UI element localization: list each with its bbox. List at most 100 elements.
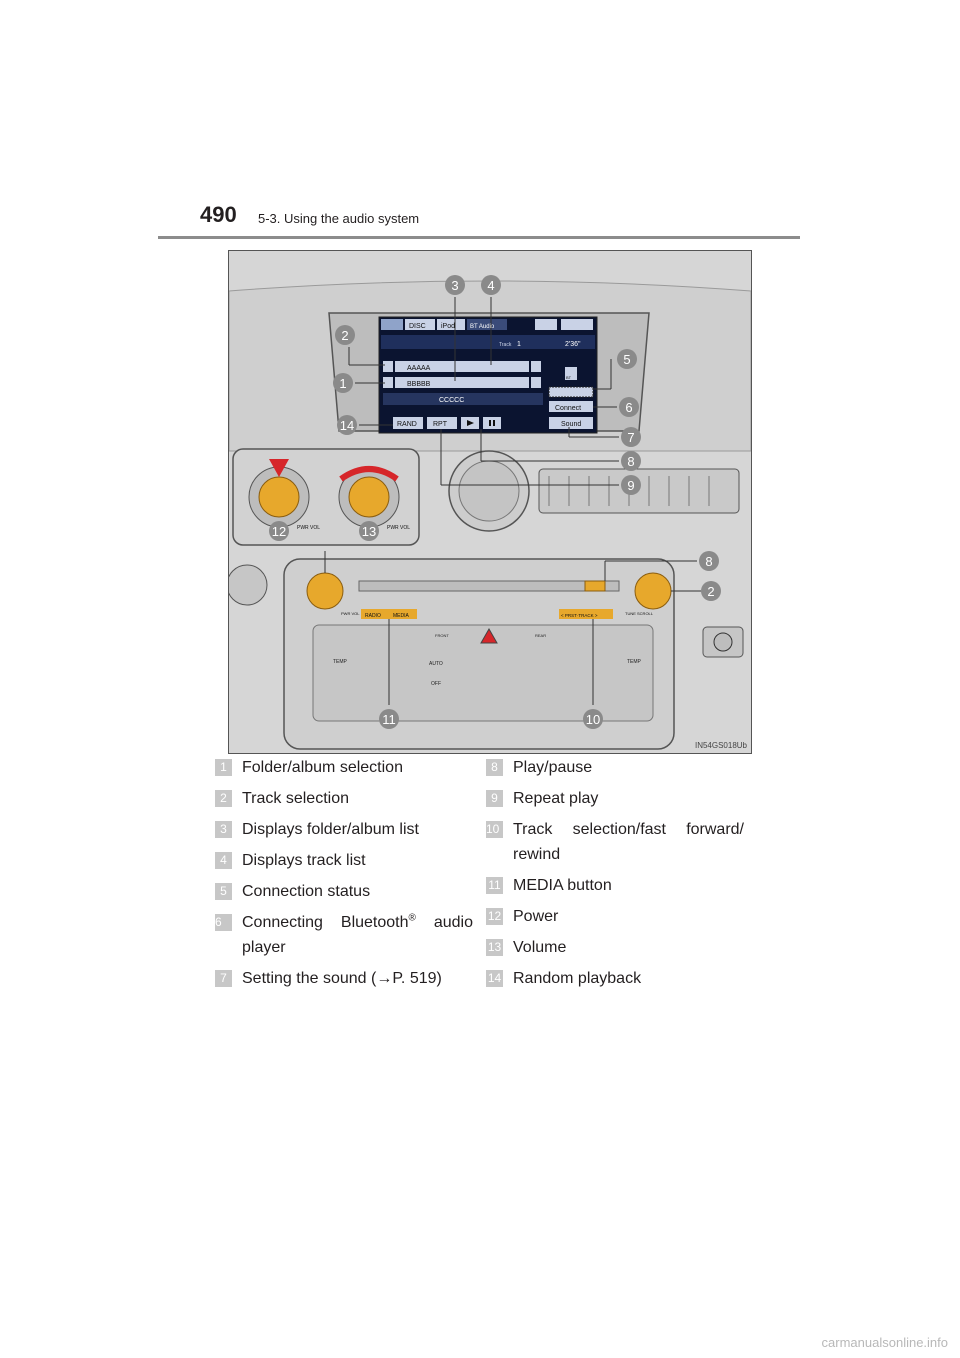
figure-code: IN54GS018Ub bbox=[694, 741, 747, 750]
legend-item: 3 Displays folder/album list bbox=[215, 817, 473, 842]
item-text: Displays folder/album list bbox=[242, 821, 419, 838]
tab-ipod-label: iPod bbox=[441, 323, 455, 330]
rotate-arrow-icon bbox=[339, 466, 399, 482]
media-label: MEDIA bbox=[393, 613, 410, 619]
item-number: 1 bbox=[215, 759, 232, 776]
connect-label: Connect bbox=[555, 405, 581, 412]
tab-disc bbox=[405, 319, 435, 330]
item-number: 10 bbox=[486, 821, 503, 838]
pwr-vol-knob bbox=[306, 572, 344, 610]
seek-track-label: < PRST·TRACK > bbox=[561, 613, 598, 618]
track-bar bbox=[381, 335, 595, 349]
item-text: Folder/album selection bbox=[242, 759, 403, 776]
item-number: 9 bbox=[486, 790, 503, 807]
dashboard-illustration: DISC iPod BT Audio Track 1 2'36" AAAAA B… bbox=[229, 251, 751, 753]
radio-label: RADIO bbox=[365, 613, 381, 619]
hazard-icon bbox=[480, 627, 498, 644]
legend-item: 8 Play/pause bbox=[486, 755, 744, 780]
item-number: 3 bbox=[215, 821, 232, 838]
inset-pwr-vol-2: PWR VOL bbox=[387, 525, 410, 531]
row1-text: AAAAA bbox=[407, 365, 431, 372]
item-number: 12 bbox=[486, 908, 503, 925]
callout-9: 9 bbox=[627, 478, 634, 493]
play-pause-hw-button bbox=[584, 580, 606, 592]
audio-system-figure: DISC iPod BT Audio Track 1 2'36" AAAAA B… bbox=[228, 250, 752, 754]
return-button bbox=[561, 319, 593, 330]
off-label: OFF bbox=[431, 681, 441, 687]
row1-next bbox=[531, 361, 541, 372]
rand-button bbox=[393, 417, 423, 429]
callout-8-bottom: 8 bbox=[705, 554, 712, 569]
item-number: 7 bbox=[215, 970, 232, 987]
bt-status-icon bbox=[565, 367, 577, 380]
callout-14: 14 bbox=[340, 418, 354, 433]
callout-5: 5 bbox=[623, 352, 630, 367]
tune-scroll-label: TUNE SCROLL bbox=[625, 611, 654, 616]
row1-prev bbox=[383, 361, 393, 372]
callout-4: 4 bbox=[487, 278, 494, 293]
play-icon bbox=[467, 420, 474, 426]
connection-status bbox=[548, 386, 594, 398]
seek-track-button bbox=[559, 609, 613, 619]
callout-markers: 3 4 2 1 5 6 7 8 9 14 12 13 8 2 11 10 bbox=[269, 275, 721, 729]
volume-knob bbox=[348, 476, 390, 518]
climate-panel bbox=[312, 624, 654, 722]
callout-7: 7 bbox=[627, 430, 634, 445]
connect-button bbox=[549, 401, 593, 412]
legend-item: 13 Volume bbox=[486, 935, 744, 960]
display-screen bbox=[378, 316, 598, 434]
item-text: Displays track list bbox=[242, 852, 366, 869]
rand-label: RAND bbox=[397, 421, 417, 428]
callout-13: 13 bbox=[362, 524, 376, 539]
registered-mark: ® bbox=[408, 912, 416, 924]
item-text: Track selection/fast forward/ rewind bbox=[513, 821, 744, 863]
front-label: FRONT bbox=[435, 633, 449, 638]
row2-next bbox=[531, 377, 541, 388]
auto-label: AUTO bbox=[429, 661, 443, 667]
temp-left-label: TEMP bbox=[333, 659, 348, 665]
tab-ipod bbox=[437, 319, 465, 330]
watermark: carmanualsonline.info bbox=[821, 1335, 948, 1350]
pwr-vol-label: PWR VOL bbox=[341, 611, 360, 616]
bt-label: BT bbox=[566, 375, 572, 380]
press-arrow-icon bbox=[269, 459, 289, 477]
legend-item: 1 Folder/album selection bbox=[215, 755, 473, 780]
item-number: 13 bbox=[486, 939, 503, 956]
callout-1: 1 bbox=[339, 376, 346, 391]
row3-bar bbox=[383, 393, 543, 405]
item-number: 8 bbox=[486, 759, 503, 776]
pause-icon bbox=[489, 420, 491, 426]
pause-button bbox=[483, 417, 501, 429]
inset-pwr-vol-1: PWR VOL bbox=[297, 525, 320, 531]
legend-item: 7 Setting the sound (→P. 519) bbox=[215, 966, 473, 991]
row2-bar bbox=[395, 377, 529, 388]
item-number: 6 bbox=[215, 914, 232, 931]
row3-text: CCCCC bbox=[439, 397, 464, 404]
disc-slot bbox=[358, 580, 620, 592]
rpt-button bbox=[427, 417, 457, 429]
item-text: Volume bbox=[513, 939, 567, 956]
item-text: Random playback bbox=[513, 970, 642, 987]
item-text: Setting the sound (→P. 519) bbox=[242, 970, 442, 987]
callout-6: 6 bbox=[625, 400, 632, 415]
callout-2-top: 2 bbox=[341, 328, 348, 343]
legend-item: 10 Track selection/fast forward/ rewind bbox=[486, 817, 744, 867]
callout-10: 10 bbox=[586, 712, 600, 727]
item-text: Connecting Bluetooth bbox=[242, 914, 409, 931]
rear-label: REAR bbox=[535, 633, 546, 638]
callout-2-bottom: 2 bbox=[707, 584, 714, 599]
track-number: 1 bbox=[517, 341, 521, 348]
item-text: Connection status bbox=[242, 883, 371, 900]
item-text: Play/pause bbox=[513, 759, 593, 776]
item-number: 11 bbox=[486, 877, 503, 894]
temp-right-label: TEMP bbox=[627, 659, 642, 665]
row2-text: BBBBB bbox=[407, 381, 431, 388]
power-knob bbox=[258, 476, 300, 518]
